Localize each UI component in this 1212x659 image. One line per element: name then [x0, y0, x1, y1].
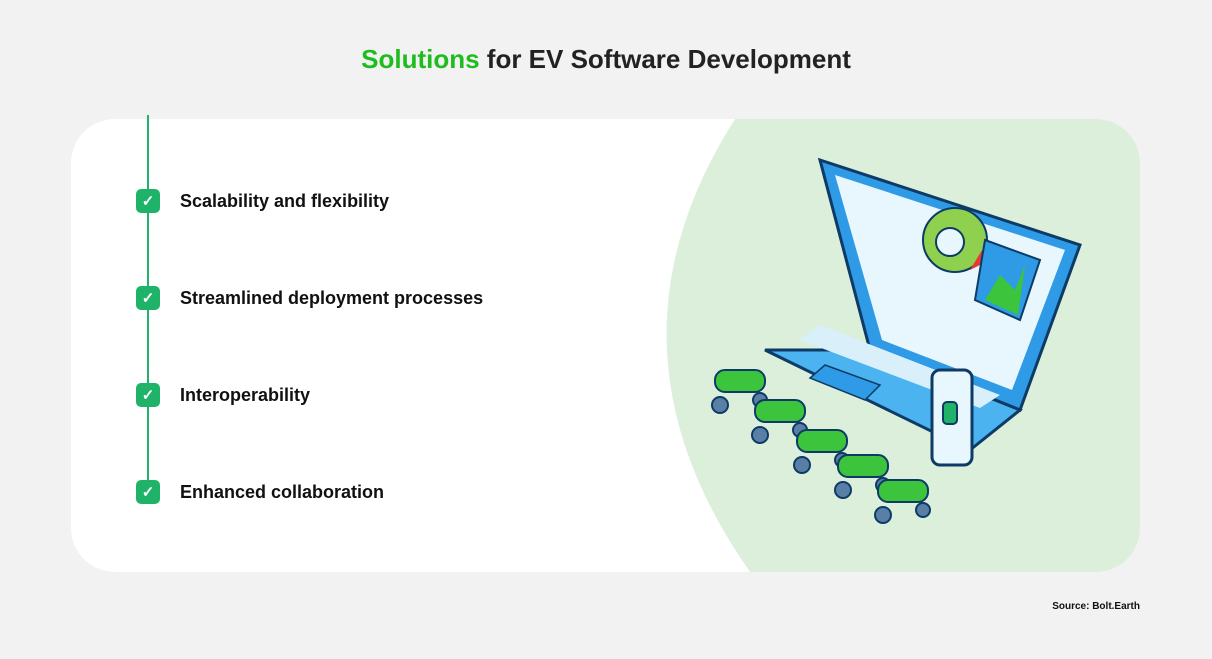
- check-icon: ✓: [136, 480, 160, 504]
- page-title: Solutions for EV Software Development: [0, 44, 1212, 75]
- item-label: Enhanced collaboration: [180, 481, 385, 502]
- list-item: ✓ Scalability and flexibility: [136, 189, 389, 213]
- item-label: Interoperability: [180, 384, 311, 405]
- check-icon: ✓: [136, 189, 160, 213]
- item-label: Scalability and flexibility: [180, 190, 390, 211]
- laptop-icon: [764, 157, 1082, 452]
- list-item: ✓ Enhanced collaboration: [136, 480, 384, 504]
- scooter-icons: [711, 369, 931, 524]
- check-icon: ✓: [136, 286, 160, 310]
- title-highlight: Solutions: [361, 44, 480, 74]
- list-item: ✓ Interoperability: [136, 383, 310, 407]
- laptop-scooters-illustration: [711, 157, 1082, 524]
- list-item: ✓ Streamlined deployment processes: [136, 286, 483, 310]
- source-note: Source: Bolt.Earth: [1052, 601, 1140, 612]
- check-icon: ✓: [136, 383, 160, 407]
- phone-icon: [930, 368, 974, 467]
- item-label: Streamlined deployment processes: [180, 287, 484, 308]
- title-rest: for EV Software Development: [479, 44, 851, 74]
